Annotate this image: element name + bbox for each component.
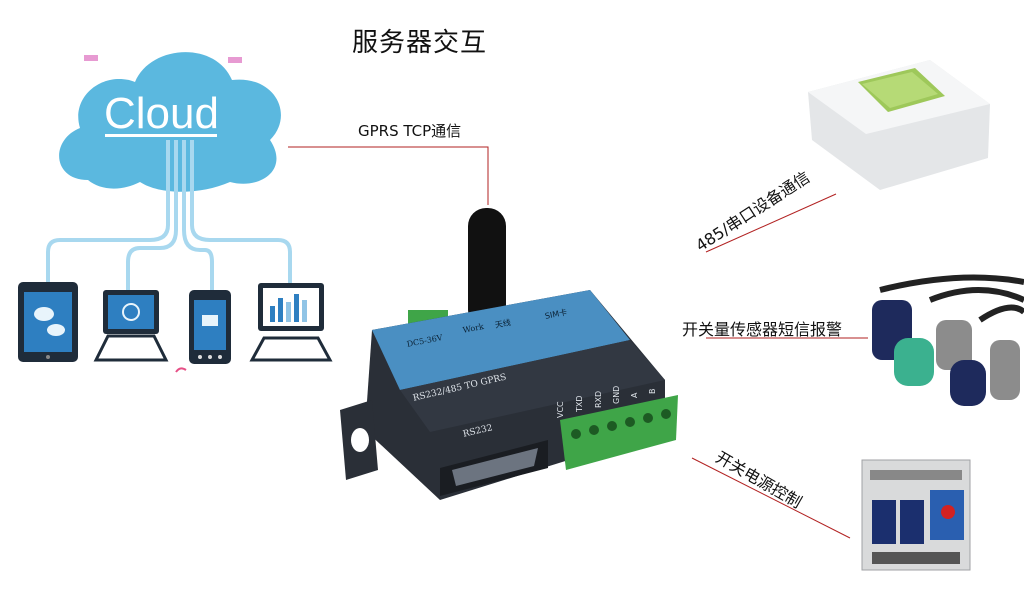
decorative-mark — [175, 367, 187, 373]
proximity-sensor-icon — [872, 274, 1024, 406]
pin-label-gnd: GND — [612, 385, 621, 404]
pin-label-rxd: RXD — [594, 390, 603, 408]
monitor-chart-icon — [249, 283, 333, 362]
pin-label-a: A — [630, 392, 639, 398]
laptop-icon — [93, 290, 169, 362]
gprs-dtu-device — [340, 290, 678, 500]
cloud-icon — [59, 52, 281, 192]
tablet-icon — [18, 282, 78, 362]
terminal-screws — [571, 409, 671, 439]
cloud-network-lines — [46, 140, 292, 292]
sensor-alarm-label: 开关量传感器短信报警 — [682, 320, 843, 339]
cloud-label: Cloud — [104, 89, 219, 138]
control-panel-icon — [861, 459, 971, 571]
display-meter-icon — [808, 60, 990, 190]
phone-icon — [189, 290, 231, 364]
pin-label-vcc: VCC — [556, 401, 565, 418]
pin-label-txd: TXD — [575, 395, 584, 412]
diagram-title: 服务器交互 — [352, 28, 488, 58]
gprs-link-label: GPRS TCP通信 — [358, 122, 462, 140]
pin-label-b: B — [648, 388, 657, 395]
leader-lines — [288, 146, 868, 539]
